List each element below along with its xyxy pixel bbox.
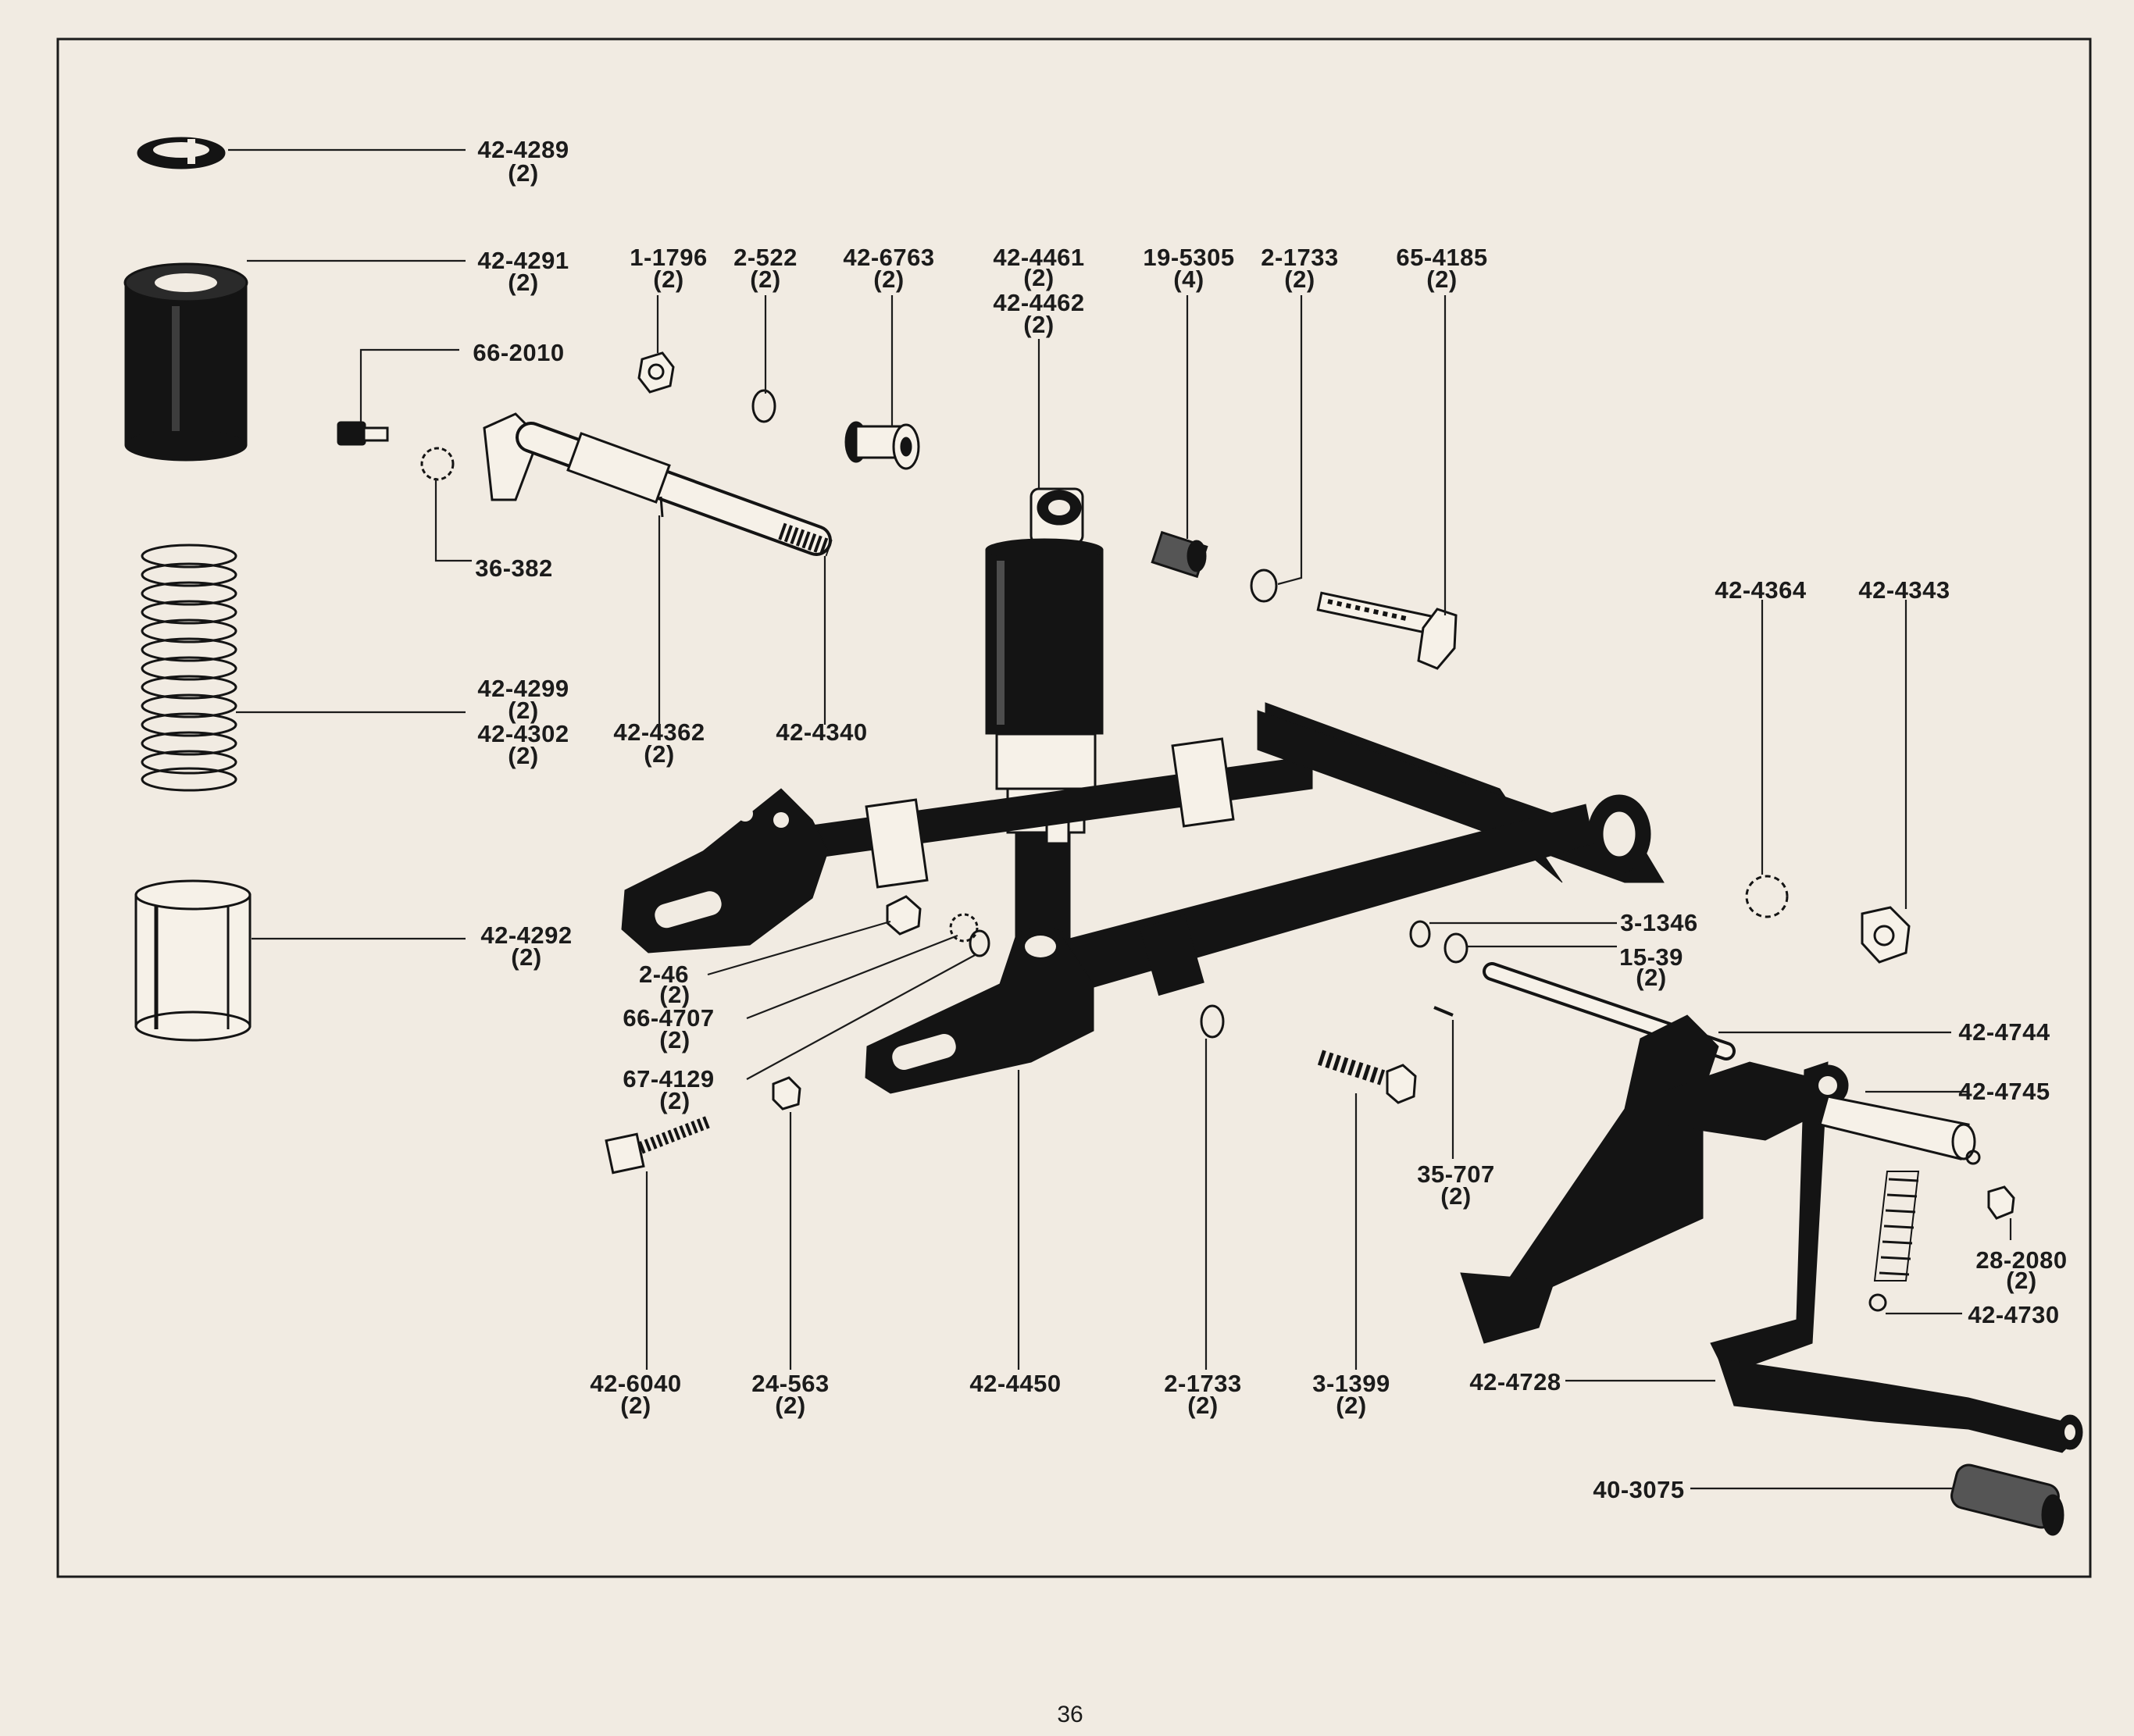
stand-spring-drawing xyxy=(1868,1150,1981,1312)
sleeve-drawing xyxy=(134,879,252,1042)
part-label: 66-4707(2) xyxy=(623,1004,714,1053)
part-label: 42-6763(2) xyxy=(843,244,934,293)
part-label: 36-382 xyxy=(475,554,553,582)
part-label: 42-4292(2) xyxy=(480,921,572,971)
small-bolt-drawing xyxy=(337,421,389,446)
part-label: 42-4343 xyxy=(1858,576,1950,604)
plain-washer-drawing xyxy=(1250,569,1278,603)
washer-lower-drawing xyxy=(1200,1004,1225,1039)
part-label: 42-4450 xyxy=(969,1370,1061,1397)
part-label: 2-1733(2) xyxy=(1261,244,1339,293)
coil-spring-drawing xyxy=(141,544,237,792)
part-label: 67-4129(2) xyxy=(623,1065,714,1114)
swinging-arm-drawing xyxy=(621,702,1665,1094)
star-washer-large-drawing xyxy=(1745,875,1789,918)
part-label: 2-1733(2) xyxy=(1164,1370,1242,1419)
footrest-rubber-drawing xyxy=(1950,1463,2064,1536)
part-label: 42-4362(2) xyxy=(613,718,705,768)
part-label: 3-1399(2) xyxy=(1312,1370,1390,1419)
stand-pivot-drawing xyxy=(1818,1095,1976,1160)
part-labels: 42-4289(2) 42-4291(2) 66-2010 36-382 42-… xyxy=(473,136,2067,1503)
star-washer-small-drawing xyxy=(949,913,979,943)
part-label: 3-1346 xyxy=(1620,909,1698,936)
stand-bolt-drawing xyxy=(1317,1050,1417,1104)
part-label: 1-1796(2) xyxy=(630,244,708,293)
part-label: 42-4291(2) xyxy=(477,247,569,296)
nut-28-2080-drawing xyxy=(1987,1185,2015,1220)
part-label: 42-4302(2) xyxy=(477,720,569,769)
part-label: 2-46(2) xyxy=(639,961,691,1008)
part-label: 2-522(2) xyxy=(733,244,798,293)
diagram-frame xyxy=(56,37,2092,1578)
part-label: 42-4340 xyxy=(776,718,867,746)
nut-drawing xyxy=(637,351,675,394)
star-washer-drawing xyxy=(420,447,455,481)
part-label: 42-4744 xyxy=(1958,1018,2050,1046)
rubber-bush-small-drawing xyxy=(1151,530,1208,579)
center-stand-drawing xyxy=(1460,1014,2083,1453)
part-label: 42-4299(2) xyxy=(477,675,569,724)
part-label: 40-3075 xyxy=(1593,1476,1684,1503)
part-label: 42-4461(2) xyxy=(993,244,1084,291)
flanged-bush-drawing xyxy=(844,421,920,470)
part-label: 42-6040(2) xyxy=(590,1370,681,1419)
threaded-bolt-drawing xyxy=(605,1115,712,1175)
large-nut-drawing xyxy=(1861,906,1911,964)
long-bolt-drawing xyxy=(1316,591,1458,670)
part-label: 15-39(2) xyxy=(1619,943,1683,991)
nut-24-563-drawing xyxy=(772,1076,801,1110)
leader-lines xyxy=(228,148,2012,1490)
shock-absorber-drawing xyxy=(985,487,1104,950)
spring-washer-drawing xyxy=(751,389,776,423)
washer-small-drawing xyxy=(969,929,990,957)
part-label: 65-4185(2) xyxy=(1396,244,1487,293)
split-ring-drawing xyxy=(137,137,226,169)
spindle-drawing xyxy=(483,412,833,557)
part-label: 42-4730 xyxy=(1968,1301,2059,1328)
part-label: 42-4745 xyxy=(1958,1078,2050,1105)
part-label: 42-4364 xyxy=(1715,576,1807,604)
plain-washer-stand-drawing xyxy=(1443,932,1468,964)
page-number: 36 xyxy=(1057,1702,1083,1727)
part-label: 19-5305(4) xyxy=(1143,244,1234,293)
part-label: 66-2010 xyxy=(473,339,564,366)
nut-small-drawing xyxy=(886,895,922,936)
part-label: 35-707(2) xyxy=(1417,1160,1495,1210)
part-label: 42-4728 xyxy=(1469,1368,1561,1396)
split-pin-drawing xyxy=(1433,1006,1454,1017)
part-label: 24-563(2) xyxy=(751,1370,830,1419)
part-label: 42-4289(2) xyxy=(477,136,569,187)
part-label: 28-2080(2) xyxy=(1975,1246,2067,1294)
spring-washer-stand-drawing xyxy=(1409,920,1431,948)
part-label: 42-4462(2) xyxy=(993,289,1084,338)
rubber-bush-drawing xyxy=(123,262,248,462)
